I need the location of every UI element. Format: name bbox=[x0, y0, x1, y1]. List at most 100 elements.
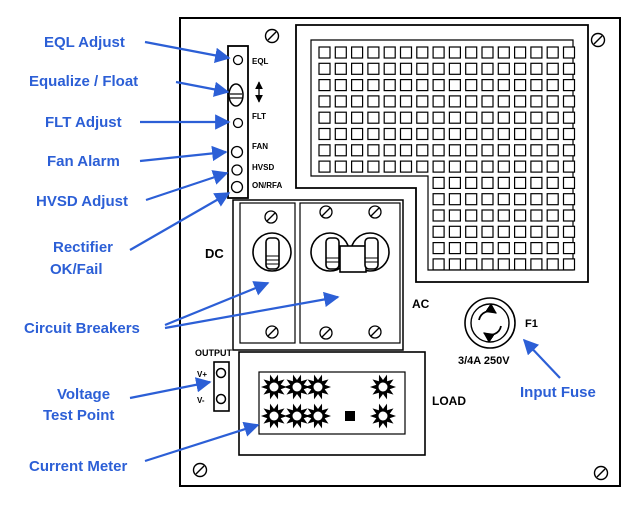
vent-slot bbox=[334, 46, 347, 59]
vent-slot bbox=[497, 193, 510, 206]
output-label: OUTPUT bbox=[195, 348, 233, 358]
hvsd-adjust-pot[interactable] bbox=[231, 164, 243, 176]
ac-breaker-toggle[interactable] bbox=[310, 232, 390, 273]
vent-slot bbox=[318, 111, 331, 124]
callout-fan-alarm: Fan Alarm bbox=[47, 153, 120, 170]
vent-slot bbox=[465, 242, 478, 255]
fan-label: FAN bbox=[252, 142, 268, 151]
vent-slot bbox=[497, 46, 510, 59]
vent-slot bbox=[448, 209, 461, 222]
vent-slot bbox=[546, 176, 559, 189]
dc-breaker-toggle[interactable] bbox=[252, 232, 292, 272]
vent-slot bbox=[465, 127, 478, 141]
vent-slot bbox=[334, 78, 347, 92]
vent-slot bbox=[432, 242, 445, 255]
vent-slot bbox=[513, 127, 527, 141]
vent-slot bbox=[546, 78, 559, 92]
rectifier-ok-fail-led bbox=[230, 180, 244, 194]
vent-slot bbox=[530, 209, 543, 222]
vent-slot bbox=[334, 62, 347, 75]
vent-slot bbox=[448, 78, 461, 92]
vent-slot bbox=[562, 258, 576, 271]
vent-slot bbox=[448, 176, 461, 189]
input-fuse-holder[interactable] bbox=[464, 297, 516, 349]
vent-slot bbox=[448, 242, 461, 255]
vent-slot bbox=[562, 62, 576, 75]
dc-label: DC bbox=[205, 246, 224, 261]
vent-slot bbox=[367, 78, 380, 92]
vent-slot bbox=[432, 160, 445, 173]
vent-slot bbox=[530, 144, 543, 157]
vent-slot bbox=[432, 144, 445, 157]
vent-slot bbox=[448, 193, 461, 206]
vent-slot bbox=[399, 144, 413, 157]
vent-slot bbox=[530, 95, 543, 108]
arrow-fan-alarm bbox=[139, 145, 228, 163]
vent-slot bbox=[481, 78, 494, 92]
vent-slot bbox=[416, 160, 429, 173]
arrow-circuit-breaker-ac bbox=[164, 291, 340, 330]
screw-icon bbox=[265, 325, 279, 339]
vent-slot bbox=[530, 242, 543, 255]
vent-slot bbox=[383, 144, 396, 157]
vent-slot bbox=[497, 78, 510, 92]
on-rfa-label: ON/RFA bbox=[252, 181, 282, 190]
arrow-circuit-breaker-dc bbox=[164, 281, 270, 327]
vent-slot bbox=[562, 46, 576, 59]
vent-slot bbox=[513, 225, 527, 238]
vent-slot bbox=[465, 209, 478, 222]
vent-slot bbox=[432, 46, 445, 59]
vent-slot bbox=[416, 144, 429, 157]
vent-slot bbox=[513, 193, 527, 206]
equalize-float-toggle[interactable] bbox=[228, 83, 244, 107]
test-point-v-plus[interactable] bbox=[215, 367, 227, 379]
vent-slot bbox=[432, 209, 445, 222]
vent-slot bbox=[513, 242, 527, 255]
vent-slot bbox=[318, 95, 331, 108]
vent-slot bbox=[351, 160, 364, 173]
vent-slot bbox=[546, 209, 559, 222]
vent-slot bbox=[530, 62, 543, 75]
vent-slot bbox=[513, 209, 527, 222]
arrow-rectifier bbox=[129, 192, 231, 251]
vent-slot bbox=[432, 225, 445, 238]
vent-slot bbox=[448, 127, 461, 141]
vent-slot bbox=[481, 111, 494, 124]
vent-slot bbox=[497, 176, 510, 189]
vent-slot bbox=[481, 209, 494, 222]
vent-slot bbox=[562, 225, 576, 238]
vent-slot bbox=[497, 111, 510, 124]
vent-slot bbox=[497, 127, 510, 141]
vent-slot bbox=[562, 160, 576, 173]
vent-slot bbox=[562, 209, 576, 222]
ac-breaker-frame bbox=[299, 202, 401, 344]
vent-slot bbox=[448, 111, 461, 124]
callout-input-fuse: Input Fuse bbox=[520, 384, 596, 401]
eql-adjust-pot[interactable] bbox=[232, 54, 244, 66]
vent-slot bbox=[562, 78, 576, 92]
vent-slot bbox=[497, 225, 510, 238]
vent-slot bbox=[513, 160, 527, 173]
vent-slot bbox=[383, 62, 396, 75]
callout-circuit-breakers: Circuit Breakers bbox=[24, 320, 140, 337]
vent-slot bbox=[448, 46, 461, 59]
fan-alarm-led bbox=[230, 145, 244, 159]
vent-slot bbox=[399, 46, 413, 59]
vent-slot bbox=[465, 95, 478, 108]
vent-slot bbox=[530, 176, 543, 189]
vent-slot bbox=[530, 111, 543, 124]
vent-slot bbox=[530, 127, 543, 141]
test-point-v-minus[interactable] bbox=[215, 393, 227, 405]
vent-slot bbox=[465, 62, 478, 75]
vent-slot bbox=[448, 144, 461, 157]
vent-slot bbox=[416, 78, 429, 92]
screw-icon bbox=[264, 28, 280, 44]
vent-slot bbox=[318, 78, 331, 92]
arrow-hvsd-adjust bbox=[145, 170, 229, 202]
flt-adjust-pot[interactable] bbox=[232, 117, 244, 129]
vent-slot bbox=[367, 62, 380, 75]
screw-icon bbox=[368, 205, 382, 219]
vent-slot bbox=[481, 176, 494, 189]
vent-slot bbox=[546, 242, 559, 255]
hvsd-label: HVSD bbox=[252, 163, 274, 172]
